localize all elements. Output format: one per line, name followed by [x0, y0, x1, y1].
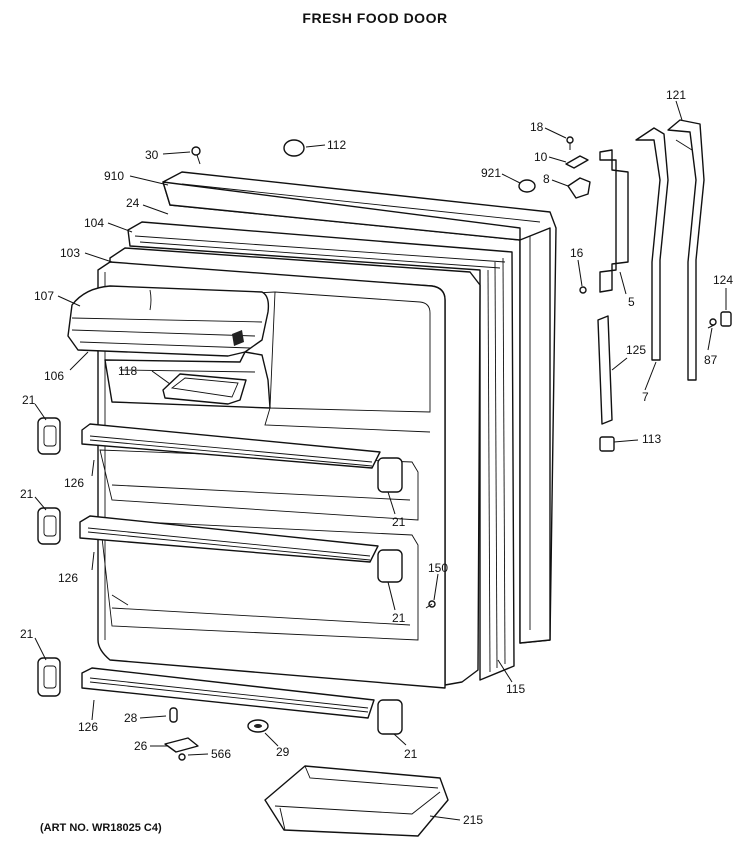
shelf-2	[79, 515, 419, 641]
diagram-title: FRESH FOOD DOOR	[302, 10, 448, 26]
callout-121: 121	[666, 88, 686, 102]
screw-30	[191, 146, 201, 165]
callout-21-e: 21	[392, 611, 406, 625]
cap-113	[599, 436, 615, 452]
callout-126-c: 126	[78, 720, 98, 734]
callout-921: 921	[481, 166, 501, 180]
callout-215: 215	[463, 813, 483, 827]
callout-106: 106	[44, 369, 64, 383]
callout-910: 910	[104, 169, 124, 183]
butter-tray	[162, 373, 247, 405]
hinge-7	[635, 127, 669, 361]
callout-115: 115	[506, 682, 525, 696]
cap-29	[247, 719, 269, 733]
bracket-10	[565, 155, 589, 169]
shelf-1	[81, 423, 419, 521]
callout-21-a: 21	[22, 393, 36, 407]
callout-103: 103	[60, 246, 80, 260]
shelf-end-caps-left	[37, 417, 61, 697]
callout-5: 5	[628, 295, 635, 309]
callout-21-c: 21	[20, 627, 34, 641]
callout-125: 125	[626, 343, 646, 357]
callout-8: 8	[543, 172, 550, 186]
callout-7: 7	[642, 390, 649, 404]
callout-107: 107	[34, 289, 54, 303]
dairy-door	[67, 285, 270, 357]
plug-112	[283, 139, 305, 157]
callout-118: 118	[118, 364, 137, 378]
callout-104: 104	[84, 216, 104, 230]
callout-150: 150	[428, 561, 448, 575]
art-number: (ART NO. WR18025 C4)	[40, 822, 162, 834]
callout-18: 18	[530, 120, 544, 134]
stop-124	[720, 311, 732, 327]
callout-113: 113	[642, 432, 661, 446]
callout-566: 566	[211, 747, 231, 761]
callout-30: 30	[145, 148, 159, 162]
bracket-26	[164, 737, 199, 753]
callout-28: 28	[124, 711, 138, 725]
callout-16: 16	[570, 246, 584, 260]
screw-18	[566, 136, 574, 150]
door-bin-215	[264, 765, 449, 837]
callout-10: 10	[534, 150, 548, 164]
callout-29: 29	[276, 745, 290, 759]
callout-26: 26	[134, 739, 148, 753]
door-outer-shell	[162, 171, 557, 644]
spacer-8	[567, 177, 591, 199]
callout-21-d: 21	[392, 515, 406, 529]
screw-87	[707, 318, 717, 329]
callout-21-b: 21	[20, 487, 34, 501]
callout-124: 124	[713, 273, 733, 287]
leader-lines	[34, 100, 727, 821]
screw-150	[425, 600, 436, 609]
shelf-end-caps-right	[377, 457, 403, 735]
shelf-3	[81, 667, 375, 719]
hinge-5	[599, 149, 629, 293]
hinge-cover-125	[597, 315, 613, 425]
screw-566	[178, 753, 186, 761]
screw-16	[579, 286, 587, 294]
callout-24: 24	[126, 196, 140, 210]
callout-112: 112	[327, 138, 346, 152]
callout-87: 87	[704, 353, 718, 367]
callout-126-b: 126	[58, 571, 78, 585]
hinge-121	[667, 119, 705, 381]
callout-labels: 30 112 910 24 104 103 107 106 118 21 21 …	[20, 88, 733, 827]
pin-28	[169, 707, 178, 723]
callout-126-a: 126	[64, 476, 84, 490]
door-gasket	[127, 221, 515, 681]
cap-921	[518, 179, 536, 193]
callout-21-f: 21	[404, 747, 418, 761]
